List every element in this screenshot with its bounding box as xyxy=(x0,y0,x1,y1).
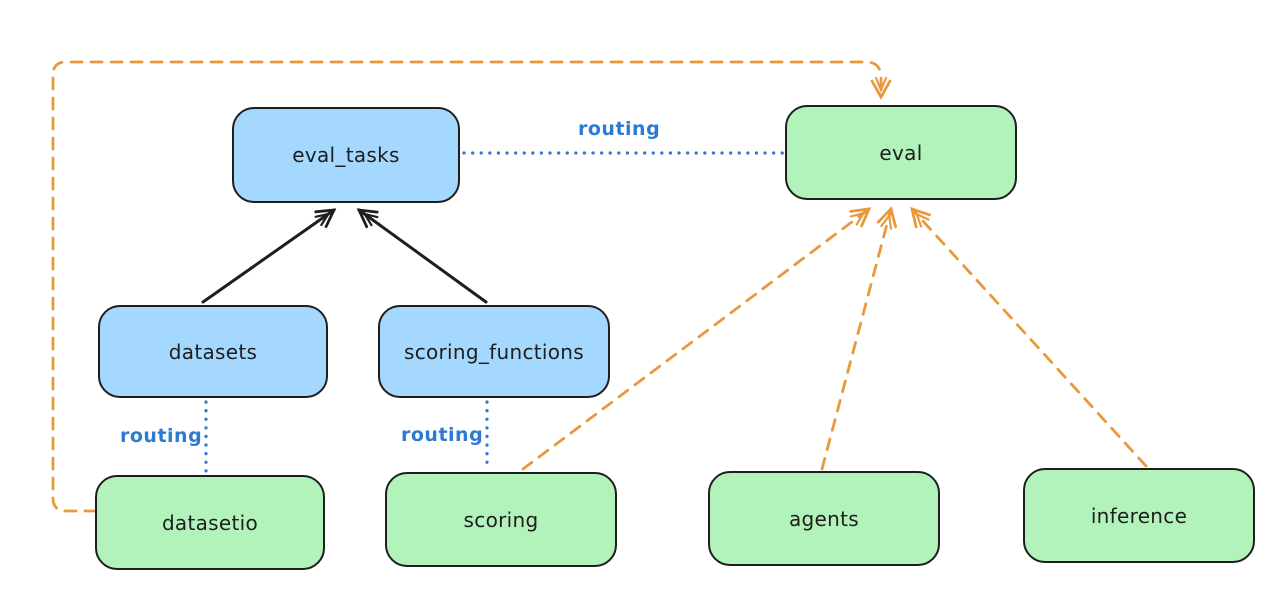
node-eval-tasks-label: eval_tasks xyxy=(292,143,400,167)
node-scoring-functions-label: scoring_functions xyxy=(403,339,585,364)
dependency-arrow-group xyxy=(51,60,1148,513)
node-datasetio: datasetio xyxy=(95,475,325,570)
node-datasets-label: datasets xyxy=(168,339,258,364)
edge-inference-to-eval xyxy=(910,206,1148,468)
node-eval-tasks: eval_tasks xyxy=(232,107,460,203)
edge-scoring-functions-to-eval-tasks xyxy=(356,208,488,304)
node-scoring-functions: scoring_functions xyxy=(378,305,610,398)
node-scoring: scoring xyxy=(385,472,617,567)
node-agents-label: agents xyxy=(789,506,859,531)
edge-datasetio-to-eval xyxy=(51,60,892,513)
edge-scoring-to-eval xyxy=(521,207,872,471)
node-datasets: datasets xyxy=(98,305,328,398)
edge-label-routing-datasets-datasetio: routing xyxy=(120,425,203,447)
edge-label-routing-eval-tasks-eval: routing xyxy=(578,118,661,140)
node-eval-label: eval xyxy=(879,140,923,165)
node-datasetio-label: datasetio xyxy=(161,510,259,535)
routing-line-group xyxy=(204,151,786,473)
node-agents: agents xyxy=(708,471,940,566)
node-inference-label: inference xyxy=(1090,503,1188,528)
node-eval: eval xyxy=(785,105,1017,200)
node-scoring-label: scoring xyxy=(463,507,539,532)
edge-label-routing-scoring-functions-scoring: routing xyxy=(401,424,484,446)
edge-datasets-to-eval-tasks xyxy=(201,208,337,304)
solid-arrow-group xyxy=(201,208,488,304)
edge-agents-to-eval xyxy=(820,206,897,471)
node-inference: inference xyxy=(1023,468,1255,563)
